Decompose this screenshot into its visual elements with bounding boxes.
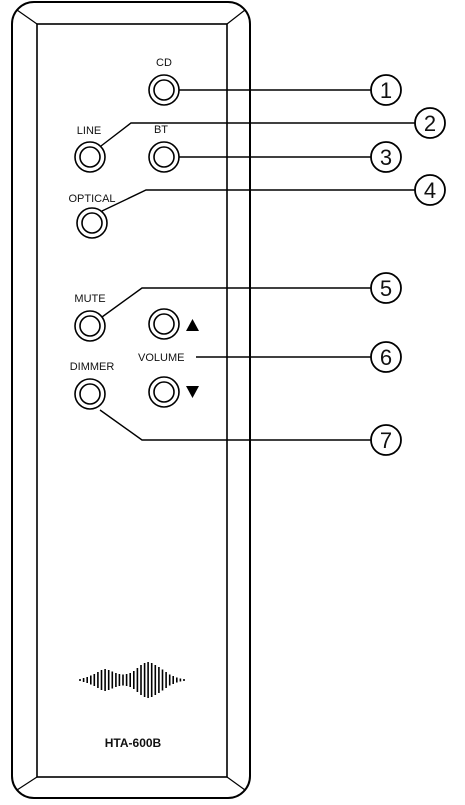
svg-text:4: 4: [424, 178, 436, 203]
optical-button[interactable]: [76, 207, 108, 239]
triangle-up-icon: [186, 319, 199, 331]
callout-4: 4: [414, 174, 446, 206]
svg-text:3: 3: [380, 145, 392, 170]
line-button[interactable]: [74, 141, 106, 173]
dimmer-label: DIMMER: [70, 361, 115, 373]
optical-label: OPTICAL: [68, 193, 115, 205]
mute-label: MUTE: [74, 293, 105, 305]
svg-text:6: 6: [380, 345, 392, 370]
corner-tl: [16, 9, 38, 25]
volume-up-button[interactable]: [148, 308, 180, 340]
callout-3: 3: [370, 141, 402, 173]
bt-button[interactable]: [148, 141, 180, 173]
dimmer-button[interactable]: [74, 378, 106, 410]
volume-label: VOLUME: [138, 352, 184, 364]
model-name: HTA-600B: [105, 736, 162, 750]
bt-label: BT: [154, 124, 168, 136]
corner-bl: [16, 776, 38, 791]
remote-body-inner: [36, 23, 228, 778]
line-label: LINE: [77, 125, 101, 137]
waveform-logo-icon: [79, 662, 185, 698]
leader-lines: [99, 89, 416, 441]
corner-tr: [226, 9, 246, 25]
remote-body-outer: [11, 1, 251, 799]
volume-down-button[interactable]: [148, 376, 180, 408]
svg-text:7: 7: [380, 428, 392, 453]
callout-5: 5: [370, 272, 402, 304]
cd-label: CD: [156, 57, 172, 69]
corner-br: [226, 776, 246, 791]
cd-button[interactable]: [148, 74, 180, 106]
triangle-down-icon: [186, 386, 199, 398]
callout-7: 7: [370, 424, 402, 456]
svg-text:2: 2: [424, 111, 436, 136]
mute-button[interactable]: [74, 310, 106, 342]
callout-6: 6: [370, 341, 402, 373]
svg-text:5: 5: [380, 276, 392, 301]
svg-text:1: 1: [380, 78, 392, 103]
callout-1: 1: [370, 74, 402, 106]
callout-2: 2: [414, 107, 446, 139]
